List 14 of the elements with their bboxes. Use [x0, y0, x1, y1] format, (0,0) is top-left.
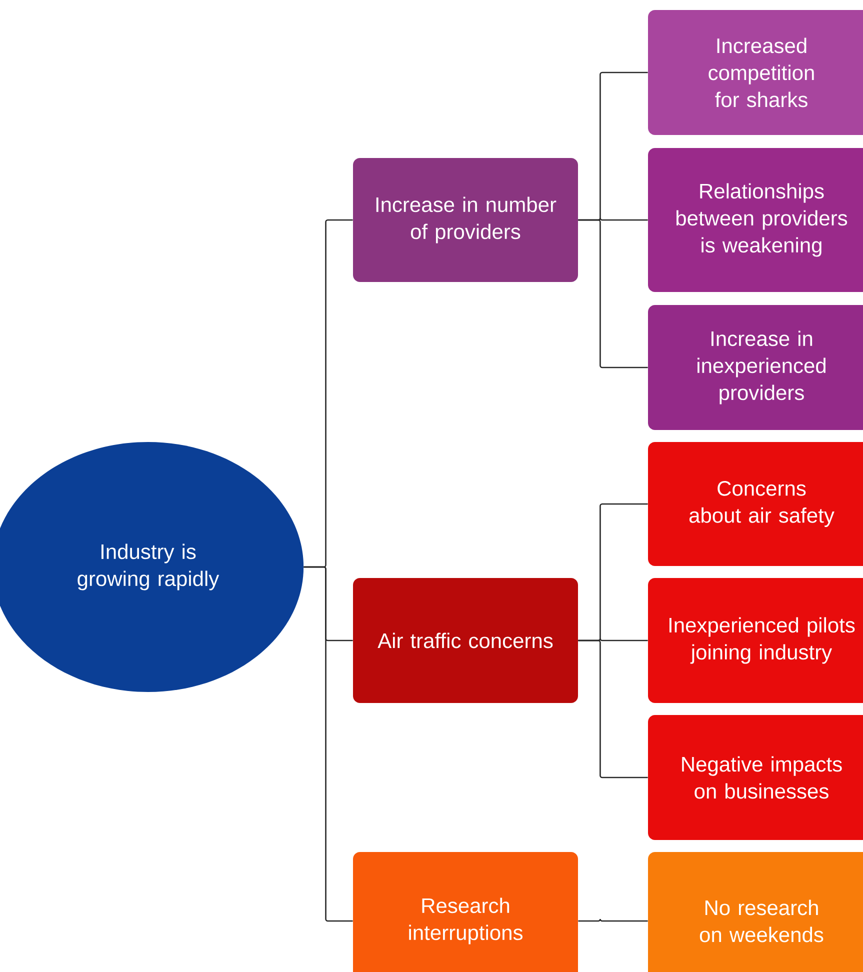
topic-box: Concerns about air safety [648, 442, 863, 566]
topic-box: No research on weekends [648, 852, 863, 972]
connector-line [304, 566, 353, 922]
topic-box: Negative impacts on businesses [648, 715, 863, 840]
connector-line [578, 640, 648, 778]
connector-line [578, 219, 648, 368]
topic-box: Research interruptions [353, 852, 578, 972]
topic-box: Air traffic concerns [353, 578, 578, 703]
topic-box: Increase in number of providers [353, 158, 578, 282]
topic-box: Increase in inexperienced providers [648, 305, 863, 430]
topic-box: Increased competition for sharks [648, 10, 863, 135]
topic-box: Inexperienced pilots joining industry [648, 578, 863, 703]
connector-line [578, 918, 648, 922]
topic-box: Relationships between providers is weakening [648, 148, 863, 292]
